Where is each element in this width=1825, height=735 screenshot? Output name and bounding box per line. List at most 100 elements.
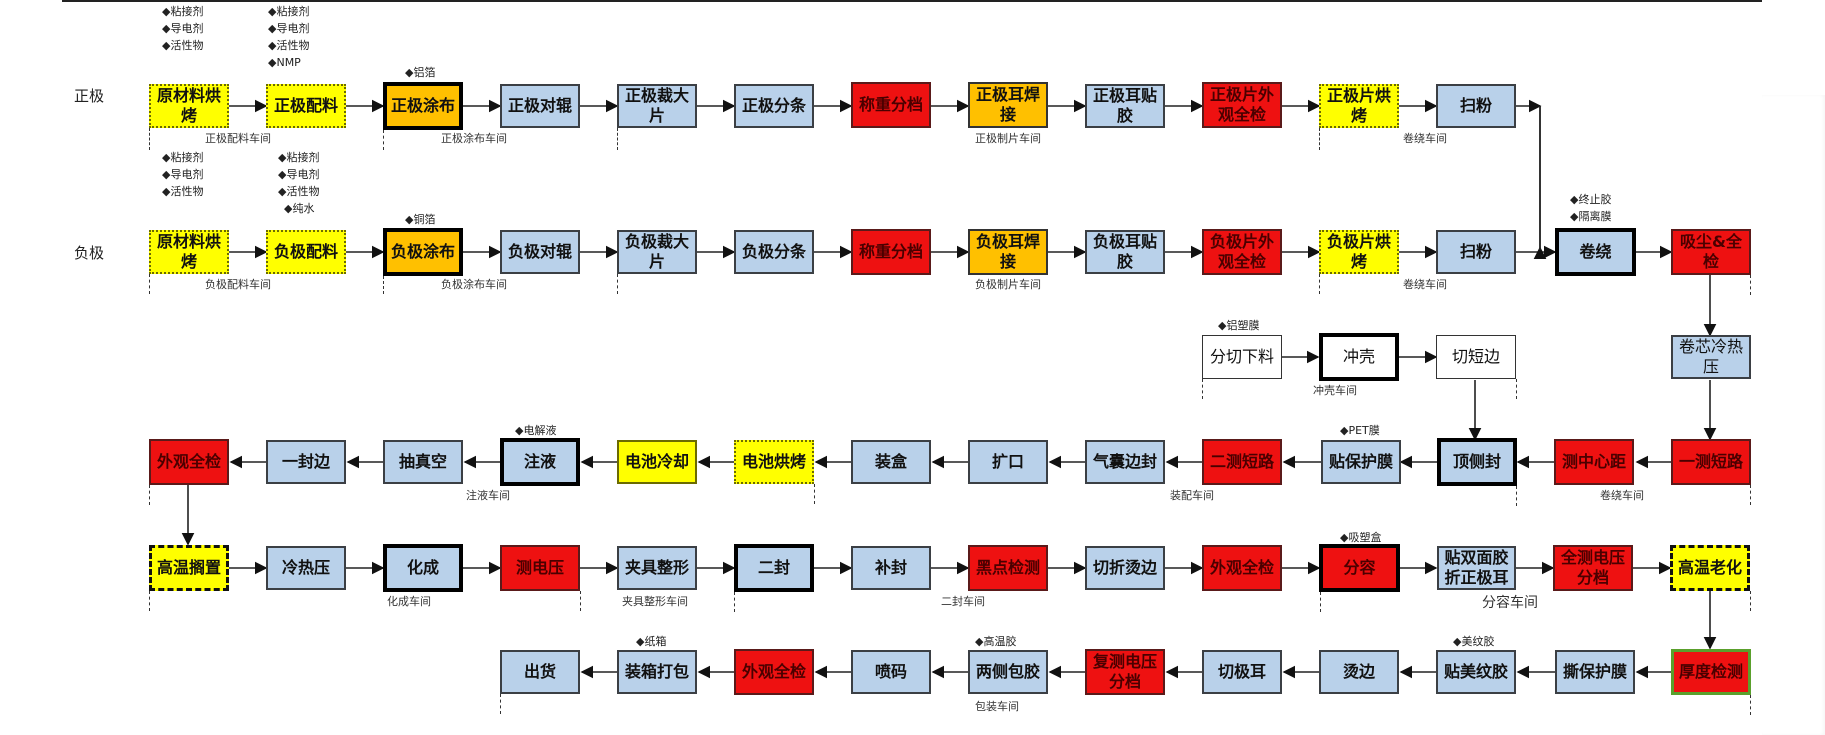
node-boxing[interactable]: 装盒 [851,440,931,484]
material-note-carton: ◆纸箱 [636,635,667,648]
node-pos-weighing[interactable]: 称重分档 [851,82,931,128]
node-remove-protective-film[interactable]: 撕保护膜 [1555,650,1635,694]
material-list-raw-negative: ◆粘接剂 ◆导电剂 ◆活性物 [162,149,203,200]
node-top-side-seal[interactable]: 顶侧封 [1437,438,1517,486]
node-shipment[interactable]: 出货 [500,650,580,694]
workshop-divider [1750,485,1751,505]
node-winding[interactable]: 卷绕 [1555,228,1636,276]
node-carton-packing[interactable]: 装箱打包 [617,650,697,694]
material-note-aluminum-foil: ◆铝箔 [405,66,436,79]
node-neg-mixing[interactable]: 负极配料 [266,230,346,274]
node-neg-raw-baking[interactable]: 原材料烘烤 [149,230,229,274]
node-apply-protective-film[interactable]: 贴保护膜 [1321,440,1401,484]
node-neg-slitting[interactable]: 负极分条 [734,230,814,274]
node-pos-cutting[interactable]: 正极裁大片 [617,84,697,128]
workshop-divider [1750,695,1751,715]
node-battery-baking[interactable]: 电池烘烤 [734,440,814,484]
node-high-temp-standing[interactable]: 高温搁置 [149,545,229,591]
material-note: ◆终止胶 [1570,193,1612,206]
node-core-hot-cold-press[interactable]: 卷芯冷热压 [1671,335,1751,379]
workshop-divider [617,274,618,294]
node-punch-shell[interactable]: 冲壳 [1319,333,1399,381]
material-note-copper-foil: ◆铜箔 [405,213,436,226]
node-neg-dust-sweep[interactable]: 扫粉 [1436,230,1516,274]
workshop-label: 正极制片车间 [975,132,1041,145]
material-note: ◆活性物 [162,185,204,198]
node-neg-rolling[interactable]: 负极对辊 [500,230,580,274]
node-visual-inspection-3[interactable]: 外观全检 [734,649,814,695]
node-apply-masking-tape[interactable]: 贴美纹胶 [1436,650,1516,694]
node-pos-slitting[interactable]: 正极分条 [734,84,814,128]
node-voltage-retest-grading[interactable]: 复测电压分档 [1085,649,1165,695]
node-neg-tab-taping[interactable]: 负极耳贴胶 [1085,230,1165,274]
node-pos-visual-inspection[interactable]: 正极片外观全检 [1202,82,1282,128]
node-neg-sheet-baking[interactable]: 负极片烘烤 [1319,230,1399,274]
workshop-divider [1319,274,1320,294]
workshop-divider [149,128,150,150]
node-neg-coating[interactable]: 负极涂布 [383,228,463,276]
material-note: ◆粘接剂 [162,151,204,164]
node-inkjet-coding[interactable]: 喷码 [851,650,931,694]
node-hot-cold-press[interactable]: 冷热压 [266,546,346,590]
node-pos-rolling[interactable]: 正极对辊 [500,84,580,128]
node-reseal[interactable]: 补封 [851,546,931,590]
node-side-wrapping[interactable]: 两侧包胶 [968,650,1048,694]
node-pos-raw-baking[interactable]: 原材料烘烤 [149,84,229,128]
node-visual-inspection-2[interactable]: 外观全检 [1202,545,1282,591]
material-list-winding: ◆终止胶 ◆隔离膜 [1570,191,1611,225]
node-airbag-edge-seal[interactable]: 气囊边封 [1085,440,1165,484]
right-margin [1762,95,1825,735]
node-full-voltage-grading[interactable]: 全测电压分档 [1553,545,1633,591]
lane-label-positive: 正极 [74,87,105,105]
node-voltage-test[interactable]: 测电压 [500,545,580,591]
workshop-divider [1320,592,1321,612]
node-edge-ironing[interactable]: 烫边 [1319,650,1399,694]
node-thickness-inspection[interactable]: 厚度检测 [1671,649,1751,695]
node-battery-cooling[interactable]: 电池冷却 [617,440,697,484]
node-neg-weighing[interactable]: 称重分档 [851,229,931,275]
node-capacity-grading[interactable]: 分容 [1319,544,1400,592]
workshop-label: 卷绕车间 [1403,132,1447,145]
workshop-label: 负极制片车间 [975,278,1041,291]
node-pos-mixing[interactable]: 正极配料 [266,84,346,128]
node-second-short-test[interactable]: 二测短路 [1202,439,1282,485]
node-formation[interactable]: 化成 [383,544,463,592]
node-high-temp-aging[interactable]: 高温老化 [1670,545,1750,591]
workshop-divider [149,485,150,505]
node-first-seal[interactable]: 一封边 [266,440,346,484]
node-trim-short-edge[interactable]: 切短边 [1436,335,1516,379]
node-pos-dust-sweep[interactable]: 扫粉 [1436,84,1516,128]
node-expand-opening[interactable]: 扩口 [968,440,1048,484]
node-second-seal[interactable]: 二封 [734,544,814,592]
node-pos-coating[interactable]: 正极涂布 [383,82,463,130]
workshop-divider [149,591,150,611]
node-tab-cutting[interactable]: 切极耳 [1202,650,1282,694]
node-neg-visual-inspection[interactable]: 负极片外观全检 [1202,229,1282,275]
node-black-spot-detection[interactable]: 黑点检测 [968,545,1048,591]
material-list-mix-positive: ◆粘接剂 ◆导电剂 ◆活性物 ◆NMP [268,3,309,71]
node-electrolyte-injection[interactable]: 注液 [500,438,580,486]
material-note-electrolyte: ◆电解液 [515,424,557,437]
node-center-distance-test[interactable]: 测中心距 [1554,439,1634,485]
node-vacuum-full-inspection[interactable]: 吸尘&全检 [1671,229,1751,275]
node-double-tape-fold-tab[interactable]: 贴双面胶折正极耳 [1437,546,1516,590]
node-cut-fold-iron-edge[interactable]: 切折烫边 [1085,546,1165,590]
node-fixture-shaping[interactable]: 夹具整形 [617,546,697,590]
node-pos-tab-welding[interactable]: 正极耳焊接 [968,82,1048,128]
workshop-label: 分容车间 [1482,595,1538,611]
node-neg-cutting[interactable]: 负极裁大片 [617,230,697,274]
node-visual-inspection-1[interactable]: 外观全检 [149,439,229,485]
workshop-divider [500,694,501,714]
material-note: ◆NMP [268,56,301,69]
node-slit-blanking[interactable]: 分切下料 [1202,335,1282,379]
node-first-short-test[interactable]: 一测短路 [1671,439,1751,485]
material-note: ◆隔离膜 [1570,210,1612,223]
node-pos-tab-taping[interactable]: 正极耳贴胶 [1085,84,1165,128]
material-note-aluminum-laminate: ◆铝塑膜 [1218,319,1260,332]
top-border [62,0,1762,2]
node-pos-sheet-baking[interactable]: 正极片烘烤 [1319,84,1399,128]
node-vacuum[interactable]: 抽真空 [383,440,463,484]
material-note: ◆导电剂 [268,22,310,35]
node-neg-tab-welding[interactable]: 负极耳焊接 [968,229,1048,275]
